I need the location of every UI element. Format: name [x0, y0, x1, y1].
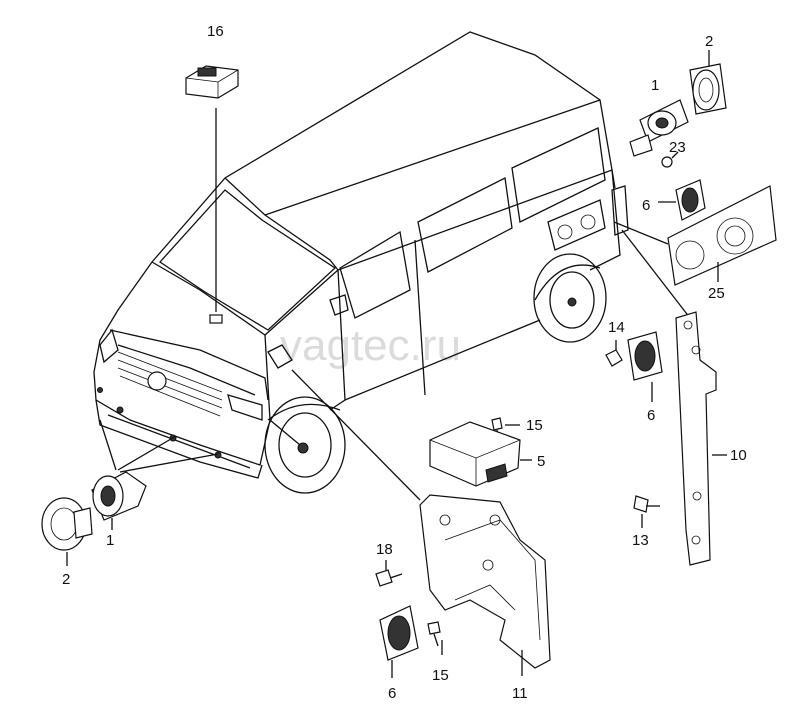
part-6-holder-top — [658, 179, 706, 221]
callout-5: 5 — [537, 453, 545, 470]
part-1-sensor-left — [91, 419, 219, 530]
part-16-switch — [185, 65, 239, 312]
callout-14: 14 — [608, 319, 625, 336]
part-14-screw — [605, 340, 623, 367]
part-10-long-bracket — [675, 311, 727, 566]
part-2-ring-left — [41, 497, 93, 566]
callout-15-top: 15 — [526, 417, 543, 434]
part-15-screw-bottom — [427, 621, 443, 655]
callout-2-left: 2 — [62, 571, 70, 588]
callout-1-top: 1 — [651, 77, 659, 94]
part-13-screw — [633, 495, 660, 528]
part-25-rear-bracket — [613, 185, 777, 319]
part-18-screw — [375, 560, 403, 587]
part-15-screw-top — [491, 417, 520, 443]
part-23-screw — [661, 151, 679, 168]
callout-23: 23 — [669, 139, 686, 156]
part-2-ring-top — [689, 50, 727, 115]
part-11-bracket — [291, 369, 551, 676]
watermark-text: vagtec.ru — [280, 321, 461, 370]
callout-13: 13 — [632, 532, 649, 549]
callout-6-bottom: 6 — [388, 685, 396, 702]
callout-15-bottom: 15 — [432, 667, 449, 684]
callout-25: 25 — [708, 285, 725, 302]
part-6-holder-bottom — [379, 605, 419, 678]
callout-6-top: 6 — [642, 197, 650, 214]
callout-18: 18 — [376, 541, 393, 558]
part-6-holder-mid — [627, 331, 663, 402]
callout-1-left: 1 — [106, 532, 114, 549]
callout-11: 11 — [512, 685, 528, 702]
part-5-control-unit — [429, 421, 532, 487]
callout-6-mid: 6 — [647, 407, 655, 424]
part-1-sensor-top — [629, 99, 689, 157]
callout-10: 10 — [730, 447, 747, 464]
callout-2-top: 2 — [705, 33, 713, 50]
callout-16: 16 — [207, 23, 224, 40]
callout-labels: 16 2 1 23 6 25 14 6 10 15 5 13 1 2 18 15… — [62, 23, 747, 702]
van-illustration — [93, 31, 629, 494]
